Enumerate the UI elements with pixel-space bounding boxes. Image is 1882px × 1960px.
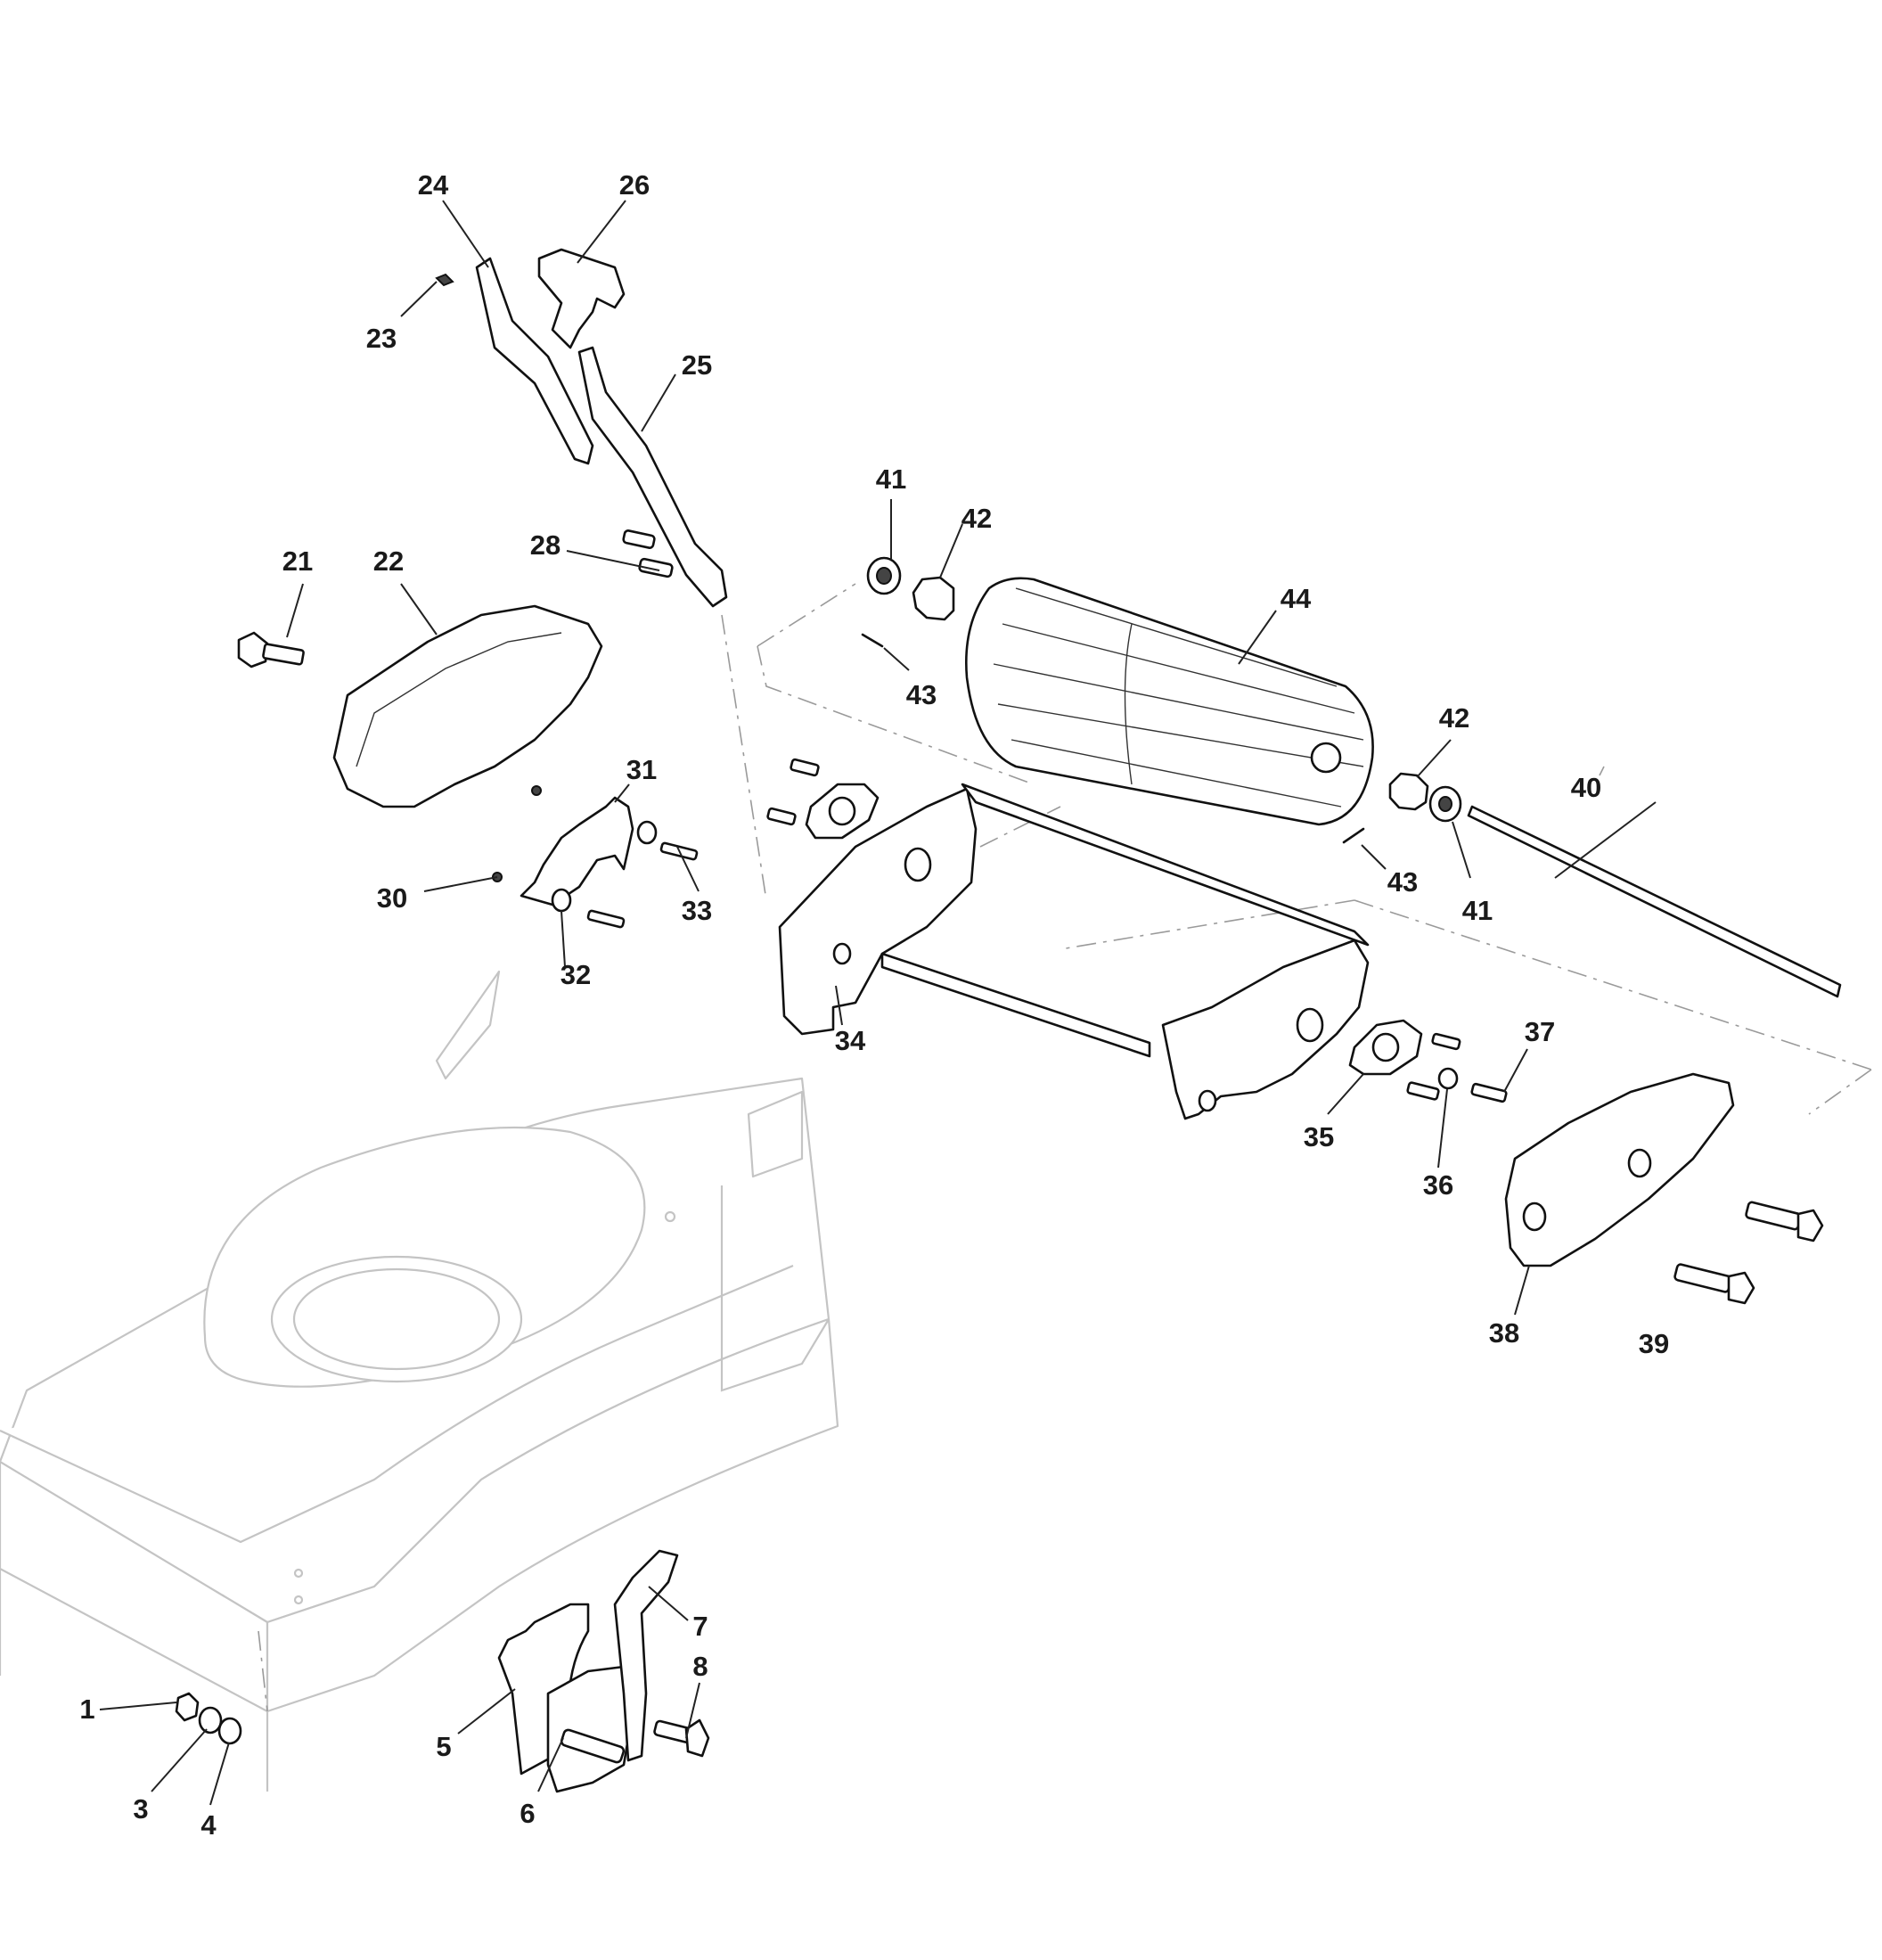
part-38-side-cover-right [1504, 1072, 1735, 1267]
part-35-flange-right [1348, 1019, 1423, 1076]
callout-40: 40 [1571, 772, 1601, 803]
callout-39: 39 [1639, 1328, 1669, 1359]
part-4-washer [217, 1717, 242, 1745]
callout-35: 35 [1304, 1121, 1334, 1152]
callout-42-lower: 42 [1439, 702, 1469, 734]
part-41-bearing-right [1428, 785, 1462, 823]
callout-36: 36 [1423, 1169, 1453, 1201]
part-41-bearing-left [866, 556, 902, 595]
callout-42-upper: 42 [961, 503, 992, 534]
callout-26: 26 [619, 169, 650, 201]
part-37-bolt [1470, 1082, 1508, 1103]
callout-44: 44 [1281, 583, 1312, 614]
callout-41-lower: 41 [1462, 895, 1493, 926]
callout-43-upper: 43 [906, 679, 937, 710]
mower-deck-ghost [0, 970, 839, 1792]
callout-38: 38 [1489, 1317, 1519, 1349]
leader-lines [99, 200, 1657, 1806]
part-33-washer-bolt [636, 820, 699, 861]
callout-32: 32 [561, 959, 591, 990]
callout-6: 6 [520, 1798, 535, 1829]
alignment-lines [258, 583, 1872, 1712]
part-39-bolts [1673, 1201, 1824, 1305]
callout-3: 3 [133, 1793, 148, 1825]
part-44-roller [965, 577, 1374, 826]
callout-7: 7 [692, 1611, 708, 1642]
callout-33: 33 [682, 895, 712, 926]
part-24-handle-bracket-left [475, 257, 594, 465]
part-42-hub-left [912, 576, 955, 621]
part-7-height-lever [613, 1549, 679, 1762]
part-32-washer-bolt [551, 888, 626, 929]
part-35-flange-left [766, 758, 880, 840]
part-3-washer [198, 1706, 223, 1734]
callout-22: 22 [373, 545, 404, 577]
callout-28: 28 [530, 529, 561, 561]
part-6-pivot-pin [560, 1728, 626, 1764]
part-31-adjust-bracket [520, 796, 634, 906]
part-21-bolt [237, 631, 305, 668]
callout-37: 37 [1525, 1016, 1555, 1047]
callout-4: 4 [200, 1809, 217, 1841]
part-1-nut [175, 1692, 200, 1722]
part-42-hub-right [1388, 772, 1429, 811]
callout-8: 8 [692, 1651, 708, 1682]
part-23-screw [435, 273, 454, 287]
callout-25: 25 [682, 349, 712, 381]
part-34-roller-frame [778, 783, 1370, 1120]
callout-21: 21 [282, 545, 313, 577]
part-25-handle-bracket-right [577, 346, 728, 608]
part-8-bolt [653, 1718, 710, 1758]
callout-34: 34 [835, 1025, 866, 1056]
callout-31: 31 [626, 754, 657, 785]
part-22-side-cover-left [332, 604, 603, 808]
part-30-nut-b [531, 785, 542, 796]
part-43-pin-left [861, 633, 884, 648]
callout-41-upper: 41 [876, 463, 906, 495]
callout-30: 30 [377, 882, 407, 914]
callout-43-lower: 43 [1387, 866, 1418, 898]
callout-23: 23 [366, 323, 397, 354]
part-43-pin-right [1342, 827, 1365, 844]
part-36-washer-bolt [1406, 1032, 1461, 1101]
callout-5: 5 [436, 1731, 451, 1762]
callout-labels: 1 3 4 5 6 7 8 21 22 23 24 25 26 28 30 31… [79, 169, 1669, 1841]
part-40-axle [1467, 805, 1842, 998]
callout-24: 24 [418, 169, 449, 201]
callout-1: 1 [79, 1693, 94, 1725]
part-28-bolts [622, 529, 674, 578]
part-26-handle-knob [537, 248, 626, 349]
part-6-lever-plate [546, 1665, 634, 1793]
